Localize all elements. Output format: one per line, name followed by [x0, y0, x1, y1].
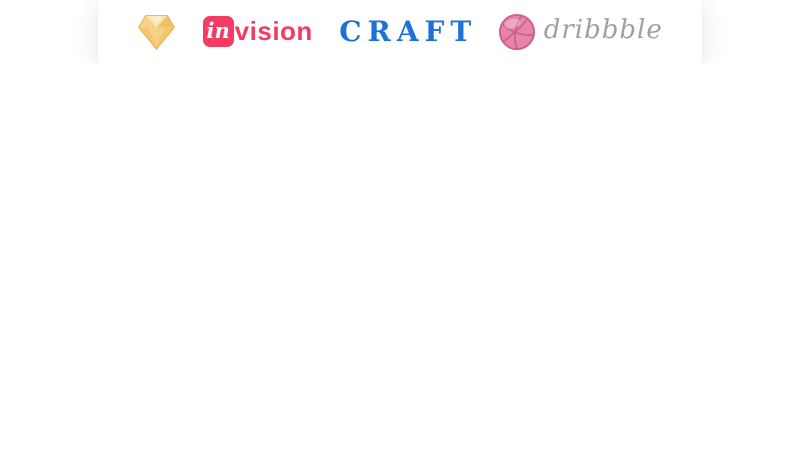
sketch-logo[interactable]: [137, 12, 176, 52]
invision-badge-icon: in: [202, 16, 234, 47]
invision-badge-text: in: [206, 17, 230, 43]
sketch-diamond-icon: [138, 14, 176, 50]
dribbble-wordmark: dribbble: [543, 14, 663, 45]
content-area: [0, 63, 800, 450]
dribbble-logo[interactable]: dribbble: [498, 13, 663, 51]
craft-logo[interactable]: CRAFT: [339, 17, 471, 46]
invision-logo[interactable]: in vision: [202, 15, 313, 47]
invision-wordmark: vision: [234, 15, 313, 46]
brand-logo-bar: in vision CRAFT dribbble: [98, 0, 702, 63]
dribbble-ball-icon: [498, 13, 535, 50]
craft-wordmark: CRAFT: [339, 14, 478, 48]
